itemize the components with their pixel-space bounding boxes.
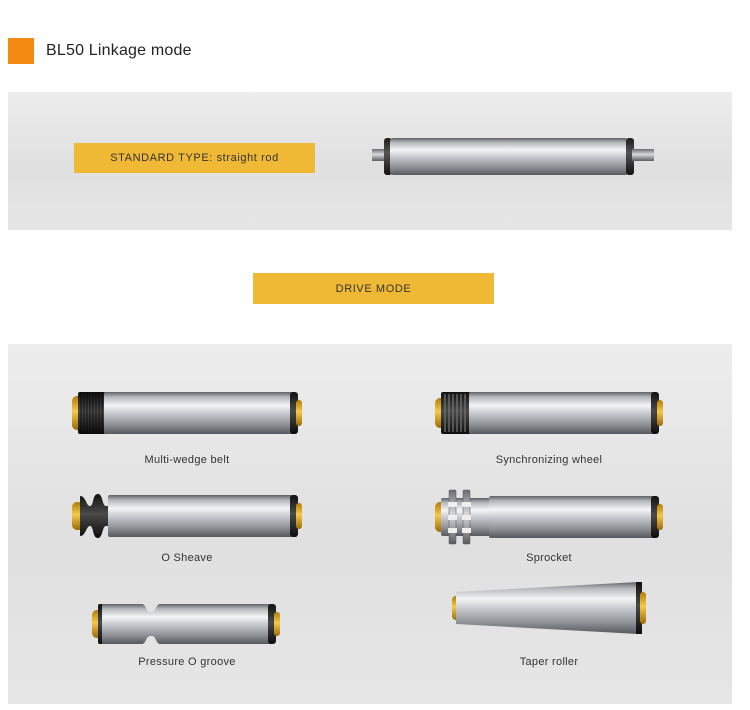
pressure-o-groove-caption: Pressure O groove <box>138 656 236 668</box>
o-sheave-roller-icon <box>72 494 302 538</box>
standard-type-tag: STANDARD TYPE: straight rod <box>74 143 315 173</box>
section-header: BL50 Linkage mode <box>8 38 192 64</box>
synchronizing-wheel-caption: Synchronizing wheel <box>495 454 603 466</box>
taper-roller-icon <box>452 582 646 634</box>
taper-roller-caption: Taper roller <box>519 656 579 668</box>
page-title: BL50 Linkage mode <box>46 42 192 59</box>
sprocket-caption: Sprocket <box>526 552 572 564</box>
straight-rod-roller-icon <box>372 138 654 175</box>
sprocket-roller-icon <box>435 489 663 545</box>
pressure-o-groove-roller-icon <box>92 604 280 644</box>
multi-wedge-belt-caption: Multi-wedge belt <box>144 454 230 466</box>
orange-square-icon <box>8 38 34 64</box>
multi-wedge-belt-roller-icon <box>72 392 302 434</box>
o-sheave-caption: O Sheave <box>161 552 213 564</box>
drive-mode-tag: DRIVE MODE <box>253 273 494 304</box>
synchronizing-wheel-roller-icon <box>435 392 663 434</box>
